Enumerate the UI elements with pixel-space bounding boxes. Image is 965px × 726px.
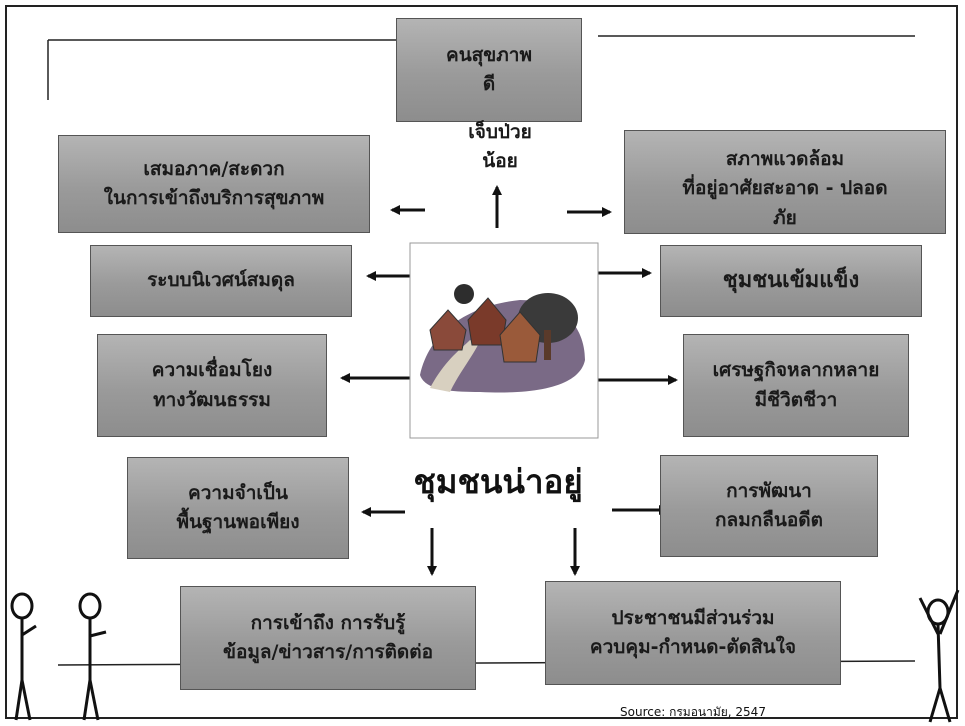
box-information-access-line1: การเข้าถึง การรับรู้ [250,611,406,634]
stick-figure-left-1 [10,592,37,721]
box-healthy-people-line2: ดี [482,73,496,95]
box-information-access: การเข้าถึง การรับรู้ ข้อมูล/ข่าวสาร/การต… [180,586,476,690]
box-cultural-link: ความเชื่อมโยง ทางวัฒนธรรม [97,334,327,437]
box-information-access-line2: ข้อมูล/ข่าวสาร/การติดต่อ [222,641,434,663]
box-cultural-link-line2: ทางวัฒนธรรม [153,388,271,411]
box-participation: ประชาชนมีส่วนร่วม ควบคุม-กำหนด-ตัดสินใจ [545,581,841,685]
box-environment: สภาพแวดล้อม ที่อยู่อาศัยสะอาด - ปลอด ภัย [624,130,946,234]
box-participation-line1: ประชาชนมีส่วนร่วม [611,606,775,629]
stick-figure-right [918,589,960,723]
box-economy: เศรษฐกิจหลากหลาย มีชีวิตชีวา [683,334,909,437]
box-economy-line1: เศรษฐกิจหลากหลาย [712,359,880,382]
box-basic-needs: ความจำเป็น พื้นฐานพอเพียง [127,457,349,559]
box-economy-line2: มีชีวิตชีวา [754,388,838,411]
box-healthy-people-line4: น้อย [482,150,518,173]
box-participation-line2: ควบคุม-กำหนด-ตัดสินใจ [589,636,797,658]
stick-figure-left-2 [78,592,107,721]
box-basic-needs-line1: ความจำเป็น [188,481,288,504]
source-caption: Source: กรมอนามัย, 2547 [620,705,766,719]
box-strong-community-line1: ชุมชนเข้มแข็ง [722,267,860,293]
box-environment-line2: ที่อยู่อาศัยสะอาด - ปลอด [682,177,888,200]
box-equity-access-line1: เสมอภาค/สะดวก [143,157,285,180]
village-illustration [409,242,599,439]
box-ecosystem-line1: ระบบนิเวศน์สมดุล [147,269,295,292]
box-cultural-link-line1: ความเชื่อมโยง [151,359,273,382]
box-equity-access: เสมอภาค/สะดวก ในการเข้าถึงบริการสุขภาพ [58,135,370,233]
box-development-line2: กลมกลืนอดีต [715,509,823,531]
diagram-frame [5,5,958,719]
box-environment-line3: ภัย [773,206,797,229]
box-development-line1: การพัฒนา [726,479,812,502]
box-development: การพัฒนา กลมกลืนอดีต [660,455,878,557]
box-healthy-people-line3: เจ็บป่วย [468,121,532,143]
center-title: ชุมชนน่าอยู่ [413,462,583,501]
box-equity-access-line2: ในการเข้าถึงบริการสุขภาพ [103,187,325,209]
box-healthy-people-subtext: เจ็บป่วย น้อย [400,118,600,177]
box-basic-needs-line2: พื้นฐานพอเพียง [176,511,300,533]
box-ecosystem: ระบบนิเวศน์สมดุล [90,245,352,317]
box-healthy-people: คนสุขภาพ ดี [396,18,582,122]
box-healthy-people-line1: คนสุขภาพ [445,43,532,66]
box-strong-community: ชุมชนเข้มแข็ง [660,245,922,317]
box-environment-line1: สภาพแวดล้อม [725,148,845,170]
